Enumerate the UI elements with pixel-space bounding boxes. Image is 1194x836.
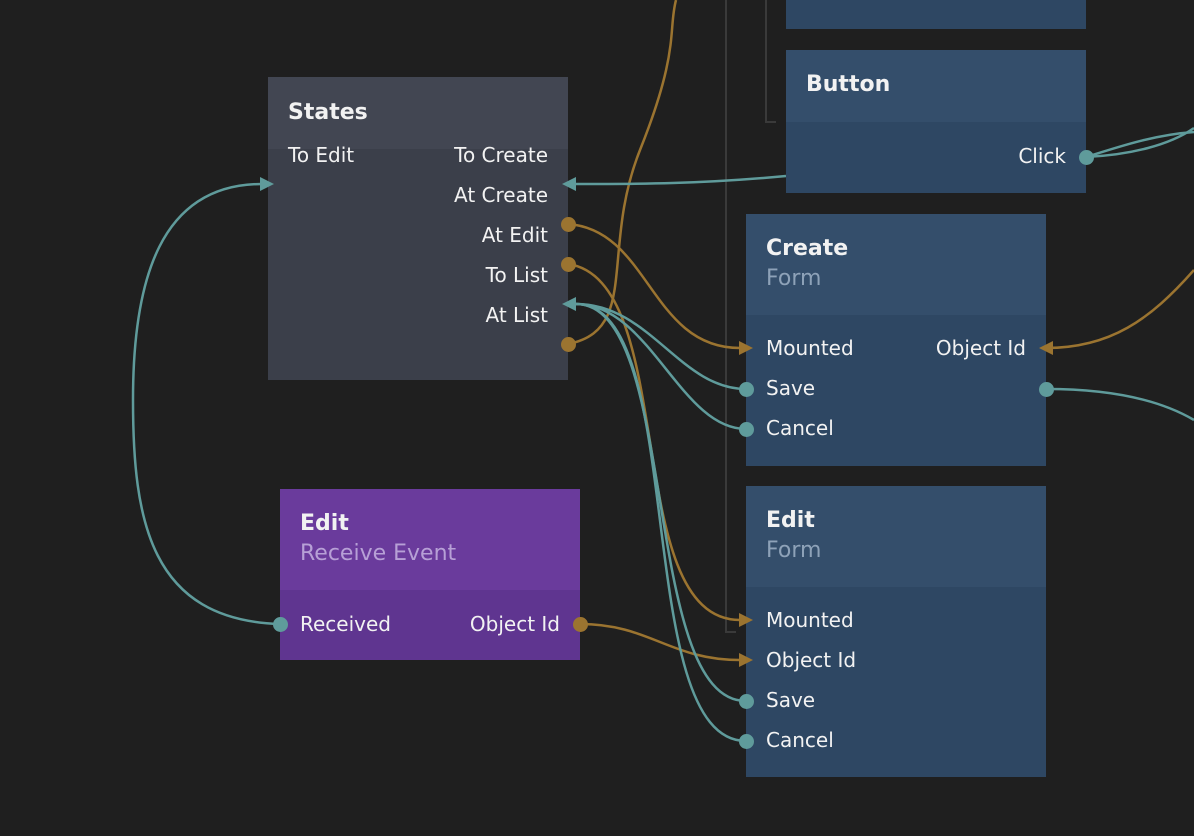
port-received: Received <box>300 612 391 636</box>
port-cancel-dot[interactable] <box>739 422 754 437</box>
wire-incoming-objectid <box>1045 269 1194 350</box>
port-cancel: Cancel <box>766 728 834 752</box>
states-node-header[interactable]: States <box>268 77 568 149</box>
button-node-header[interactable]: Button <box>786 50 1086 122</box>
port-cancel-dot[interactable] <box>739 734 754 749</box>
wire-at-list-up <box>567 0 678 346</box>
edit-form-node[interactable]: Edit Form Mounted Object Id Save Cancel <box>746 486 1046 777</box>
port-save-dot[interactable] <box>739 382 754 397</box>
wire-event-objectid <box>579 622 741 662</box>
port-object-id-out-dot[interactable] <box>1039 382 1054 397</box>
port-mounted: Mounted <box>766 336 854 360</box>
wire-create-cancel <box>575 302 747 431</box>
node-subtitle: Form <box>766 266 822 291</box>
wire-received-to-edit <box>131 182 281 626</box>
port-at-edit: At Edit <box>481 223 548 247</box>
node-title: Create <box>766 236 849 261</box>
port-cancel: Cancel <box>766 416 834 440</box>
port-object-id: Object Id <box>469 612 560 636</box>
node-subtitle: Receive Event <box>300 541 457 566</box>
port-object-id: Object Id <box>766 648 857 672</box>
port-to-create: To Create <box>454 143 548 167</box>
port-to-list-arrow[interactable] <box>562 297 576 311</box>
port-object-id-arrow[interactable] <box>1039 341 1053 355</box>
port-at-list: At List <box>485 303 549 327</box>
port-to-edit: To Edit <box>288 143 355 167</box>
wire-at-create-mounted <box>567 222 741 350</box>
edit-form-header[interactable]: Edit Form <box>746 486 1046 587</box>
edit-receive-event-node[interactable]: Edit Receive Event Received Object Id <box>280 489 580 660</box>
group-bracket <box>725 0 736 633</box>
edit-event-header[interactable]: Edit Receive Event <box>280 489 580 590</box>
port-mounted: Mounted <box>766 608 854 632</box>
wire-edit-cancel <box>575 302 747 743</box>
wire-click-to-create <box>574 174 787 186</box>
port-save: Save <box>766 376 816 400</box>
port-click-dot[interactable] <box>1079 150 1094 165</box>
port-object-id: Object Id <box>935 336 1026 360</box>
port-click: Click <box>1018 144 1066 168</box>
port-at-list-dot[interactable] <box>561 337 576 352</box>
node-subtitle: Form <box>766 538 822 563</box>
wire-edit-save <box>575 302 747 703</box>
port-object-id-dot[interactable] <box>573 617 588 632</box>
partial-node-top[interactable] <box>786 0 1086 29</box>
port-save-dot[interactable] <box>739 694 754 709</box>
group-bracket <box>765 0 776 123</box>
node-title: Edit <box>766 508 815 533</box>
port-received-dot[interactable] <box>273 617 288 632</box>
wire-create-objectid-out <box>1045 387 1194 422</box>
wire-click-out-a <box>1085 130 1194 159</box>
wire-create-save <box>575 302 747 391</box>
create-form-header[interactable]: Create Form <box>746 214 1046 315</box>
wire-click-out-b <box>1085 126 1194 159</box>
port-at-create-dot[interactable] <box>561 217 576 232</box>
port-object-id-arrow[interactable] <box>739 653 753 667</box>
port-to-create-arrow[interactable] <box>562 177 576 191</box>
port-mounted-arrow[interactable] <box>739 613 753 627</box>
wire-at-edit-mounted <box>567 262 741 622</box>
port-to-edit-arrow[interactable] <box>260 177 274 191</box>
node-title: States <box>288 100 368 125</box>
button-node[interactable]: Button Click <box>786 50 1086 193</box>
create-form-node[interactable]: Create Form Mounted Object Id Save Cance… <box>746 214 1046 466</box>
node-title: Edit <box>300 511 349 536</box>
states-node[interactable]: States To Edit To Create At Create At Ed… <box>268 77 568 380</box>
port-mounted-arrow[interactable] <box>739 341 753 355</box>
port-at-edit-dot[interactable] <box>561 257 576 272</box>
port-at-create: At Create <box>454 183 548 207</box>
port-save: Save <box>766 688 816 712</box>
node-title: Button <box>806 72 891 97</box>
port-to-list: To List <box>485 263 548 287</box>
